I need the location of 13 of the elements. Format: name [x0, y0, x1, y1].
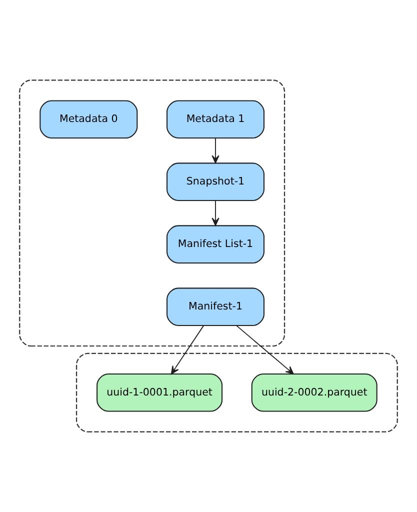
arrow [212, 138, 220, 164]
node-box: uuid-1-0001.parquet [96, 373, 223, 412]
cluster [19, 80, 286, 347]
arrow [236, 325, 294, 374]
arrow [170, 325, 204, 374]
node-box: Metadata 0 [40, 100, 138, 139]
node-box: Snapshot-1 [166, 162, 264, 202]
node-box: uuid-2-0002.parquet [251, 373, 378, 412]
arrow [212, 200, 220, 226]
node-box: Manifest List-1 [166, 225, 264, 264]
cluster [76, 352, 398, 432]
node-box: Manifest-1 [166, 288, 264, 326]
node-box: Metadata 1 [166, 100, 264, 139]
